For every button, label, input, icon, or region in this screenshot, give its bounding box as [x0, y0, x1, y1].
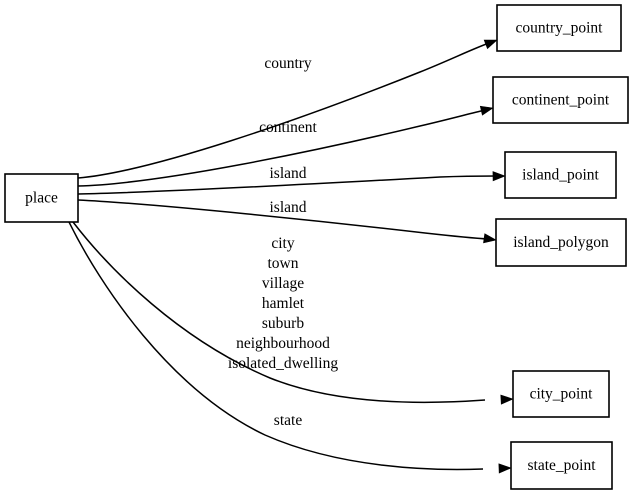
node-box-country_point [496, 4, 622, 52]
edge-place-to-country_point [77, 39, 498, 179]
node-label-island_polygon: island_polygon [513, 234, 609, 251]
edge-label-line: continent [259, 119, 317, 136]
edge-place-to-city_point [72, 221, 514, 405]
edge-label-place-to-state_point: state [274, 412, 303, 429]
nodes-layer: place country_point continent_point island_… [4, 4, 629, 490]
edge-label-line: isolated_dwelling [228, 355, 338, 372]
edge-label-line: village [262, 275, 304, 292]
edge-label-line: country [264, 55, 312, 72]
edge-label-line: island [269, 199, 306, 216]
arrowhead-place-to-country_point [483, 39, 498, 50]
edge-label-line: suburb [262, 315, 304, 332]
node-box-state_point [510, 441, 613, 490]
node-island_polygon[interactable]: island_polygon [495, 218, 627, 267]
edge-line-place-to-country_point [77, 42, 490, 179]
edge-label-line: neighbourhood [236, 335, 330, 352]
node-label-place: place [25, 190, 58, 207]
arrowhead-place-to-state_point [498, 463, 512, 474]
node-label-continent_point: continent_point [512, 92, 610, 109]
node-country_point[interactable]: country_point [496, 4, 622, 52]
arrowhead-place-to-continent_point [479, 105, 494, 116]
edge-label-line: island [269, 165, 306, 182]
node-state_point[interactable]: state_point [510, 441, 613, 490]
edge-place-to-island_point [77, 171, 506, 195]
edge-line-place-to-state_point [68, 221, 484, 471]
node-box-island_polygon [495, 218, 627, 267]
edge-line-place-to-city_point [72, 221, 486, 404]
node-label-city_point: city_point [530, 386, 594, 403]
node-label-island_point: island_point [522, 167, 599, 184]
edge-line-place-to-continent_point [77, 109, 486, 187]
node-box-place [4, 173, 79, 223]
edges-layer [68, 39, 514, 474]
edge-place-to-island_polygon [77, 199, 497, 244]
edge-label-place-to-island_polygon: island [269, 199, 306, 216]
node-island_point[interactable]: island_point [504, 151, 617, 199]
node-city_point[interactable]: city_point [512, 370, 610, 418]
arrowhead-place-to-city_point [500, 394, 514, 405]
edge-label-line: town [268, 255, 299, 272]
node-label-country_point: country_point [516, 20, 604, 37]
edge-label-line: state [274, 412, 303, 429]
edge-place-to-continent_point [77, 105, 494, 187]
edge-line-place-to-island_polygon [77, 199, 489, 240]
arrowhead-place-to-island_polygon [483, 233, 497, 244]
edge-label-line: hamlet [262, 295, 305, 312]
node-box-island_point [504, 151, 617, 199]
edge-label-place-to-island_point: island [269, 165, 306, 182]
edge-labels-layer: country continent island island city town vill… [228, 55, 338, 429]
edge-label-place-to-country_point: country [264, 55, 312, 72]
edge-label-place-to-continent_point: continent [259, 119, 317, 136]
node-continent_point[interactable]: continent_point [492, 76, 629, 124]
edge-label-place-to-city_point: city town village hamlet suburb neighbourhood… [228, 235, 338, 372]
node-box-continent_point [492, 76, 629, 124]
arrowhead-place-to-island_point [492, 171, 506, 182]
node-place[interactable]: place [4, 173, 79, 223]
edge-place-to-state_point [68, 221, 512, 474]
edge-label-line: city [271, 235, 294, 252]
node-label-state_point: state_point [527, 457, 596, 474]
edge-line-place-to-island_point [77, 175, 498, 195]
node-box-city_point [512, 370, 610, 418]
